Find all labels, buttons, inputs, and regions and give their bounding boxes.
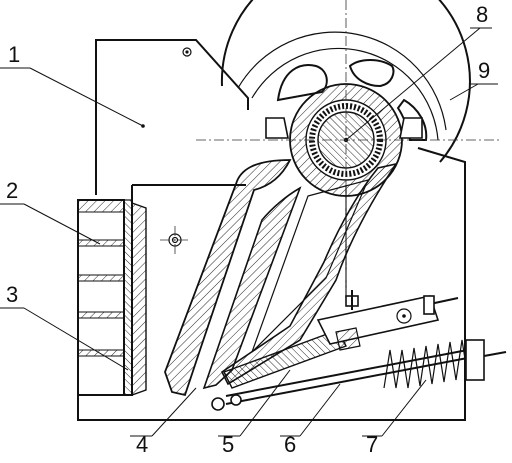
movable-jaw-liner — [164, 159, 292, 397]
leader-4 — [151, 387, 197, 437]
fixed-jaw — [77, 199, 147, 396]
flywheel-spoke-window — [396, 98, 428, 141]
leader-1 — [29, 67, 144, 127]
label-8: 8 — [476, 2, 488, 27]
leader-7 — [381, 379, 427, 437]
label-9: 9 — [478, 58, 490, 83]
pitman-body — [220, 162, 398, 386]
frame-upper-plate — [95, 39, 249, 195]
flywheel-spoke-window — [276, 64, 328, 102]
leader-9 — [449, 83, 479, 101]
label-3: 3 — [6, 282, 18, 307]
fixed-jaw-plate — [123, 199, 133, 396]
wedge-block — [316, 295, 440, 345]
leader-6 — [299, 383, 341, 437]
leader-lines — [0, 27, 498, 437]
movable-jaw — [164, 159, 398, 397]
fixed-jaw-liner — [131, 202, 147, 396]
bearing-cap-right — [399, 117, 423, 139]
leader-3 — [23, 307, 129, 371]
leader-2 — [23, 203, 101, 245]
leader-5 — [239, 369, 291, 437]
bearing-cap-left — [265, 117, 289, 139]
frame-bolt-hole — [182, 47, 192, 57]
label-6: 6 — [284, 432, 296, 457]
spring-seat — [465, 339, 485, 381]
label-2: 2 — [6, 178, 18, 203]
flywheel-rim — [220, 0, 471, 163]
eccentric-shaft — [196, 0, 500, 300]
label-7: 7 — [366, 432, 378, 457]
rod-eye — [211, 397, 225, 411]
label-5: 5 — [222, 432, 234, 457]
fixed-jaw-body — [77, 199, 125, 396]
flywheel — [220, 0, 471, 163]
movable-jaw-rib — [202, 186, 302, 390]
label-4: 4 — [136, 432, 148, 457]
adjustment-block — [316, 290, 459, 351]
spring — [383, 339, 507, 389]
tension-rod-line — [225, 355, 479, 405]
flywheel-spoke-window — [348, 59, 395, 88]
tension-rod — [211, 347, 479, 411]
part-labels: 1 2 3 4 5 6 7 8 9 — [6, 2, 490, 457]
wedge-pin — [396, 308, 412, 324]
leader-8 — [345, 27, 481, 141]
label-1: 1 — [8, 42, 20, 67]
spring-coil — [383, 339, 469, 389]
rod-eye — [230, 394, 242, 406]
